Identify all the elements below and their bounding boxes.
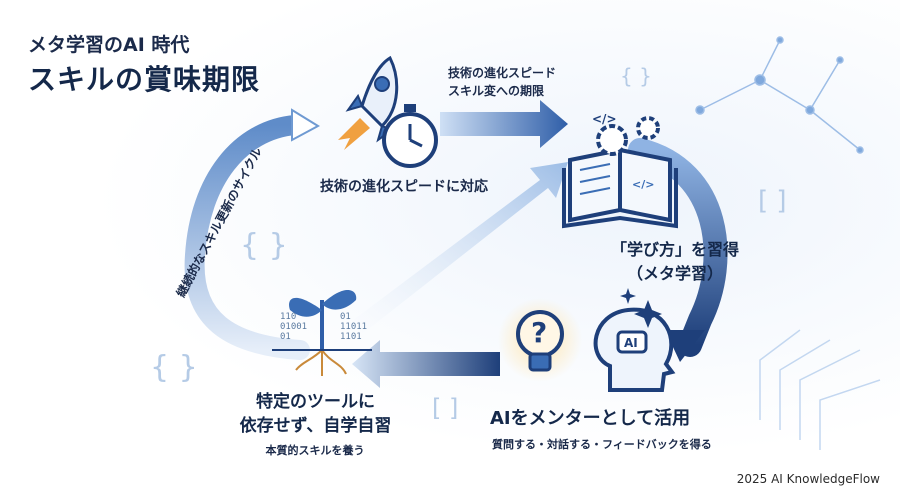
binary-left-line: 110 (280, 312, 297, 322)
speed-side-line: 技術の進化スピード (448, 66, 557, 80)
network-decoration (695, 36, 864, 154)
binary-left-line: 01001 (280, 322, 308, 332)
cycle-left-arrow (184, 115, 310, 360)
self-learning-line: 依存せず、自学自習 (239, 416, 392, 436)
self-learning-sub: 本質的スキルを養う (265, 444, 365, 457)
binary-left-line: 01 (280, 332, 291, 342)
meta-learning-line: 「学び方」を習得 (610, 240, 739, 259)
circuit-decoration (759, 329, 881, 450)
braces-decoration-left: { } (240, 228, 288, 263)
ai-mentor-sub: 質問する・対話する・フィードバックを得る (492, 438, 712, 451)
sparkle-icon (634, 300, 662, 328)
binary-right: 01 11011 1101 (340, 312, 367, 342)
binary-right-line: 11011 (340, 322, 368, 332)
ai-badge: AI (624, 336, 638, 350)
stopwatch-icon (382, 104, 438, 168)
binary-right-line: 1101 (340, 332, 362, 342)
rocket-icon (338, 55, 399, 150)
sparkle-icon-small (620, 288, 636, 304)
sprout-icon (272, 289, 372, 376)
diagonal-arrow (340, 162, 568, 342)
ai-head-icon (593, 307, 676, 392)
self-learning-line: 特定のツールに (256, 392, 375, 412)
binary-right-line: 01 (340, 312, 351, 322)
self-learning-label: 特定のツールに 依存せず、自学自習 (228, 390, 403, 438)
meta-learning-label: 「学び方」を習得 （メタ学習） (600, 238, 750, 286)
ai-mentor-label: AIをメンターとして活用 (490, 408, 691, 429)
credit: 2025 AI KnowledgeFlow (736, 472, 880, 486)
gear-icon (596, 124, 628, 156)
brackets-decoration-bottom: [ ] (432, 394, 459, 422)
lightbulb-icon (516, 310, 564, 372)
binary-left: 110 01001 01 (280, 312, 307, 342)
cycle-left-arrowhead (291, 108, 321, 142)
question-mark-icon: ? (531, 316, 548, 349)
title-line2: スキルの賞味期限 (28, 63, 261, 96)
code-tag-icon: </> (592, 112, 617, 126)
tech-speed-label: 技術の進化スピードに対応 (320, 179, 488, 195)
braces-decoration-top: { } (620, 64, 652, 88)
code-tag-icon-book: </> (632, 178, 655, 191)
speed-side-line: スキル変への期限 (448, 84, 545, 98)
title-line1: メタ学習のAI 時代 (28, 34, 190, 56)
gear-icon-small (636, 116, 660, 140)
speed-side-label: 技術の進化スピード スキル変への期限 (448, 64, 556, 100)
brackets-decoration-right: [ ] (758, 186, 787, 216)
bottom-arrow (352, 340, 500, 388)
open-book-icon (562, 147, 678, 229)
braces-decoration-bottom-left: { } (150, 350, 198, 385)
right-arrowhead (665, 330, 705, 362)
meta-learning-line: （メタ学習） (626, 264, 723, 283)
top-arrow (440, 100, 568, 148)
